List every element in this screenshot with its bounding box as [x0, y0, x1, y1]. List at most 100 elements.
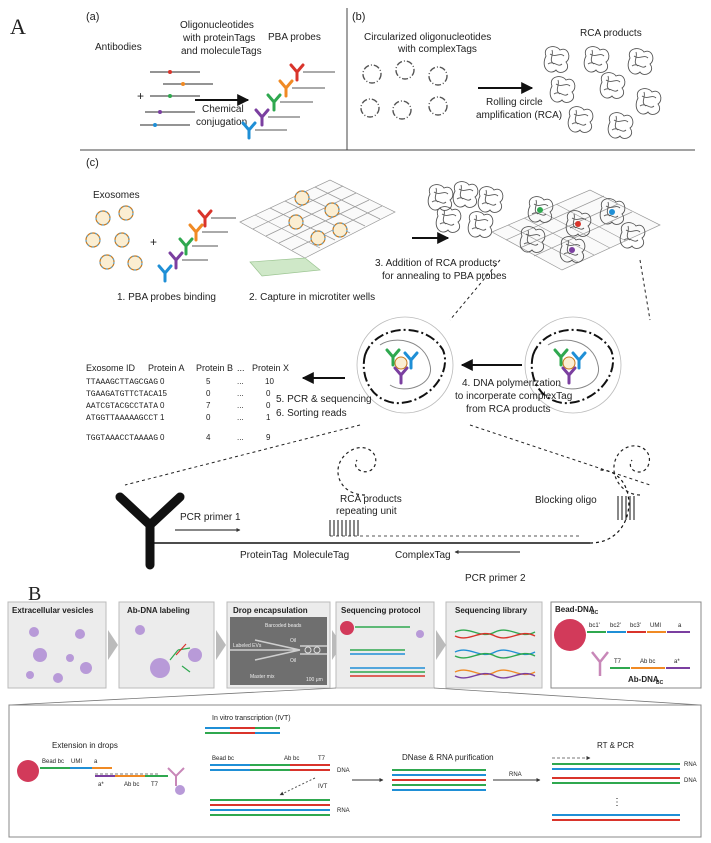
- subpanel-b: (b) Circularized oligonucleotides with c…: [352, 11, 662, 139]
- zoom-lines-b: [8, 687, 702, 706]
- oligo-label-1: Oligonucleotides: [180, 20, 254, 31]
- subpanel-c: (c) Exosomes + 1. PBA probes binding: [85, 157, 661, 584]
- bead-dna-strand: bc1' bc2' bc3' UMI a: [587, 623, 690, 633]
- table-cell: TTAAAGCTTAGCGAG: [86, 378, 158, 387]
- bead-part: a: [678, 623, 682, 629]
- step-3-label-1: 3. Addition of RCA products: [375, 258, 497, 269]
- table-cell: ...: [237, 389, 244, 398]
- protocol-icon: [340, 621, 425, 677]
- bead-icon: [554, 619, 586, 651]
- ivt-rna-label: RNA: [337, 808, 350, 814]
- pcr-primer-1-label: PCR primer 1: [180, 512, 241, 523]
- table-cell: ...: [237, 377, 244, 386]
- circularized-label-1: Circularized oligonucleotides: [364, 32, 491, 43]
- table-cell: ...: [237, 401, 244, 410]
- ab-dna-strand: T7 Ab bc a*: [610, 659, 690, 669]
- ab-part: T7: [614, 659, 622, 665]
- detail-box: In vitro transcription (IVT) Extension i…: [8, 704, 702, 838]
- workflow-steps: Extracellular vesicles Ab-DNA labeling D…: [7, 601, 702, 689]
- chemical-label-2: conjugation: [196, 117, 247, 128]
- step-4-label-3: from RCA products: [466, 404, 550, 415]
- bead-part: bc1': [589, 623, 600, 629]
- table-cell: 0: [160, 377, 165, 386]
- pba-probes-label: PBA probes: [268, 32, 321, 43]
- step-4-label-2: to incorperate complexTag: [455, 391, 572, 402]
- extension-strand: Bead bc UMI a a* Ab bc T7: [40, 759, 185, 795]
- rolling-label-1: Rolling circle: [486, 97, 543, 108]
- oligo-label-3: and moleculeTags: [181, 46, 262, 57]
- rca-products-label: RCA products: [580, 28, 642, 39]
- ab-dna-subscript: BC: [656, 680, 664, 686]
- rca-products-c: [427, 181, 504, 238]
- table-cell: 0: [206, 413, 211, 422]
- bead-dna-subscript: BC: [591, 610, 599, 616]
- ivt-dna-label: DNA: [337, 768, 350, 774]
- ext-part: Bead bc: [42, 759, 64, 765]
- rolling-label-2: amplification (RCA): [476, 110, 562, 121]
- protein-tag-label: ProteinTag: [240, 550, 288, 561]
- rca-products: [543, 46, 662, 139]
- bead-part: bc3': [630, 623, 641, 629]
- subpanel-a-label: (a): [86, 11, 99, 23]
- step-2-label: 2. Capture in microtiter wells: [249, 292, 375, 303]
- step-chevron: [108, 630, 118, 660]
- purified-rna: [392, 769, 486, 791]
- zoom-lines-schematic: [124, 424, 651, 486]
- bead-part: bc2': [610, 623, 621, 629]
- micro-label: Barcoded beads: [265, 623, 302, 629]
- ext-part: UMI: [71, 759, 82, 765]
- step-box-seq-protocol: [335, 601, 435, 689]
- table-cell: AATCGTACGCCTATA: [86, 402, 158, 411]
- exosomes: [85, 205, 143, 271]
- zoom-complex-right: [524, 316, 622, 414]
- table-header: ...: [237, 363, 245, 373]
- library-helices: [454, 629, 536, 679]
- microtiter-grid-2: [491, 189, 661, 271]
- table-header: Exosome ID: [86, 363, 136, 373]
- panel-a-letter: A: [10, 14, 26, 39]
- rna-input-label: RNA: [509, 772, 522, 778]
- rt-pcr-label: RT & PCR: [597, 741, 634, 750]
- ivt-part: Bead bc: [212, 756, 234, 762]
- plus-sign-c: +: [150, 235, 157, 249]
- ab-part: Ab bc: [640, 659, 655, 665]
- table-cell: ...: [237, 433, 244, 442]
- table-cell: 0: [160, 401, 165, 410]
- micro-label: Master mix: [250, 674, 275, 680]
- construct-schematic: PCR primer 1 RCA products repeating unit…: [115, 445, 651, 584]
- rca-repeating-label-2: repeating unit: [336, 506, 397, 517]
- step-6-label: 6. Sorting reads: [276, 408, 347, 419]
- subpanel-b-label: (b): [352, 11, 365, 23]
- rt-pcr-strands: RNA DNA ⋮: [552, 756, 697, 821]
- ext-part: a: [94, 759, 98, 765]
- exosomes-label: Exosomes: [93, 190, 140, 201]
- step-5-label: 5. PCR & sequencing: [276, 394, 372, 405]
- exosome-table: Exosome ID Protein A Protein B ... Prote…: [86, 363, 289, 443]
- subpanel-c-label: (c): [86, 157, 99, 169]
- table-cell: ...: [237, 413, 244, 422]
- dnase-label: DNase & RNA purification: [402, 753, 494, 762]
- microfluidic-image: Barcoded beads Labeled EVs Master mix Oi…: [230, 617, 327, 685]
- oligo-label-2: with proteinTags: [182, 33, 255, 44]
- zoom-complex-left: [356, 316, 454, 414]
- ext-part: a*: [98, 782, 104, 788]
- micro-label: Oil: [290, 658, 296, 664]
- complex-tag-label: ComplexTag: [395, 550, 451, 561]
- labeled-vesicles: [135, 625, 202, 678]
- table-header: Protein A: [148, 363, 185, 373]
- antibody-icon: [115, 492, 185, 570]
- bead-part: UMI: [650, 623, 661, 629]
- table-cell: 15: [158, 389, 167, 398]
- step-title: Sequencing library: [455, 606, 528, 615]
- table-header: Protein B: [196, 363, 233, 373]
- ivt-strands: Bead bc Ab bc T7 DNA IVT RNA: [210, 756, 350, 816]
- bead-icon-bottom: [17, 760, 39, 782]
- step-title: Ab-DNA labeling: [127, 606, 190, 615]
- ab-dna-title: Ab-DNA: [628, 675, 659, 684]
- micro-label: 100 μm: [306, 677, 323, 683]
- table-cell: ATGGTTAAAAAGCCT: [86, 414, 158, 423]
- extension-label: Extension in drops: [52, 741, 118, 750]
- vertical-ellipsis: ⋮: [612, 797, 622, 808]
- table-cell: 1: [160, 413, 165, 422]
- rt-dna-label: DNA: [684, 778, 697, 784]
